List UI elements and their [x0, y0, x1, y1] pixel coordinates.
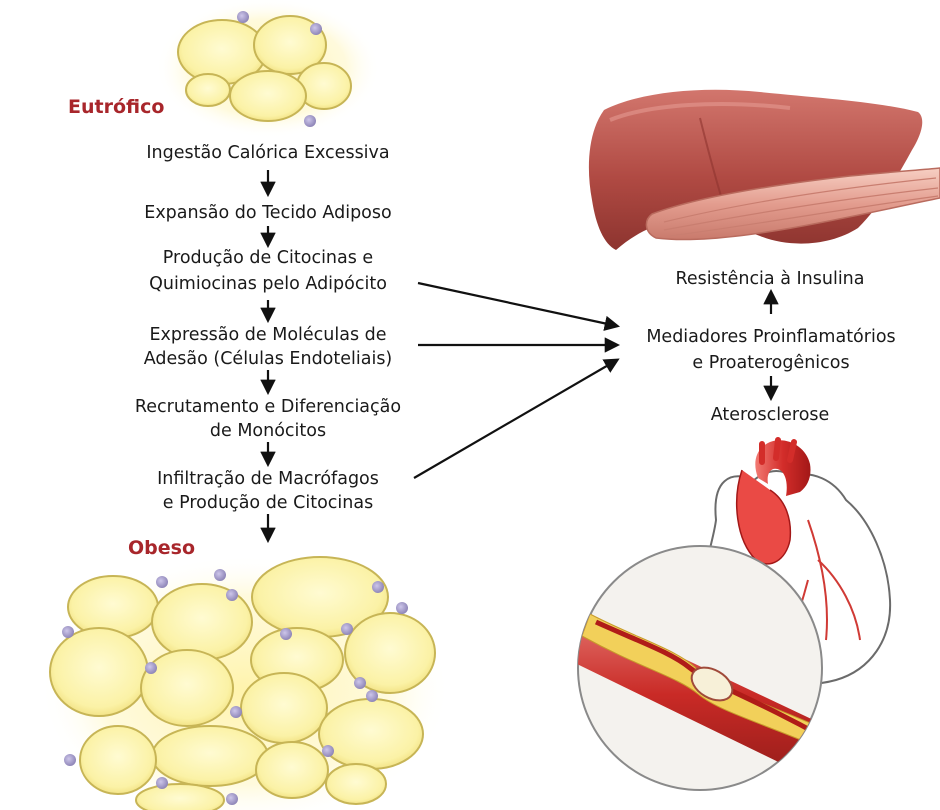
- step-adhesion-molecules-line2: Adesão (Células Endoteliais): [88, 346, 448, 372]
- step-macrophage-infiltration-line2: e Produção de Citocinas: [88, 490, 448, 516]
- step-macrophage-infiltration-line1: Infiltração de Macrófagos: [88, 466, 448, 492]
- obese-state-label: Obeso: [128, 537, 195, 559]
- step-monocyte-recruitment-line1: Recrutamento e Diferenciação: [88, 394, 448, 420]
- lean-state-label: Eutrófico: [68, 96, 164, 118]
- converging-arrows: [414, 283, 617, 478]
- outcome-atherosclerosis: Aterosclerose: [620, 402, 920, 428]
- step-adhesion-molecules-line1: Expressão de Moléculas de: [88, 322, 448, 348]
- step-caloric-intake: Ingestão Calórica Excessiva: [88, 140, 448, 166]
- step-adipose-expansion: Expansão do Tecido Adiposo: [88, 200, 448, 226]
- step-cytokine-production-line1: Produção de Citocinas e: [88, 245, 448, 271]
- step-cytokine-production-line2: Quimiocinas pelo Adipócito: [88, 271, 448, 297]
- lean-adipose-tissue-illustration: [156, 0, 380, 138]
- outcome-insulin-resistance: Resistência à Insulina: [620, 266, 920, 292]
- step-monocyte-recruitment-line2: de Monócitos: [88, 418, 448, 444]
- mediators-label-line1: Mediadores Proinflamatórios: [614, 324, 928, 350]
- mediators-label-line2: e Proaterogênicos: [614, 350, 928, 376]
- obese-adipose-tissue-illustration: [40, 555, 450, 810]
